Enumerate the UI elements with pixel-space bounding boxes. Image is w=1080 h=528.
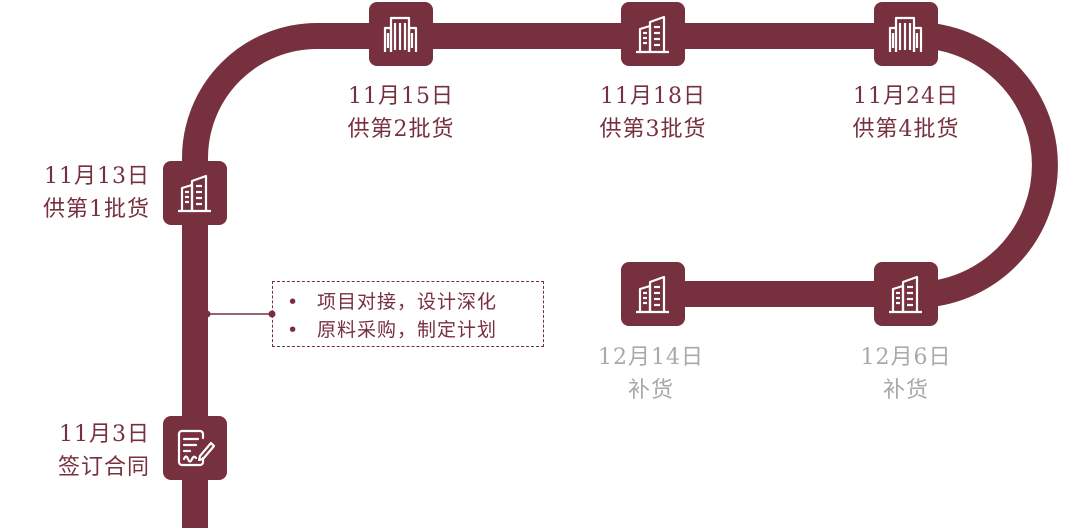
milestone-node-6: [874, 262, 938, 326]
notes-item: • 原料采购，制定计划: [287, 316, 543, 344]
milestone-label-5: 11月24日 供第4批货: [853, 80, 960, 146]
milestone-date: 11月18日: [600, 84, 706, 109]
milestone-label-6: 12月6日 补货: [861, 341, 952, 407]
milestone-desc: 签订合同: [57, 455, 150, 480]
milestone-desc: 供第3批货: [599, 117, 707, 142]
milestone-date: 11月24日: [853, 84, 959, 109]
milestone-node-7: [621, 262, 685, 326]
connector-dot-left: [203, 310, 211, 318]
milestone-date: 11月15日: [348, 84, 454, 109]
milestone-label-7: 12月14日 补货: [598, 341, 704, 407]
bullet: •: [287, 291, 300, 313]
city-building-icon: [379, 12, 423, 56]
milestone-date: 11月13日: [44, 164, 150, 189]
milestone-date: 11月3日: [59, 422, 150, 447]
milestone-node-1: [163, 416, 227, 480]
milestone-label-2: 11月13日 供第1批货: [43, 160, 150, 226]
city-building-icon: [884, 12, 928, 56]
milestone-desc: 补货: [882, 378, 929, 403]
milestone-label-1: 11月3日 签订合同: [58, 418, 150, 484]
notes-item: • 项目对接，设计深化: [287, 288, 543, 316]
notes-item-text: 原料采购，制定计划: [317, 319, 498, 341]
notes-box: • 项目对接，设计深化 • 原料采购，制定计划: [272, 281, 544, 347]
milestone-label-3: 11月15日 供第2批货: [348, 80, 455, 146]
building-icon: [631, 272, 675, 316]
milestone-desc: 补货: [627, 378, 674, 403]
milestone-label-4: 11月18日 供第3批货: [600, 80, 707, 146]
building-icon: [884, 272, 928, 316]
bullet: •: [287, 319, 300, 341]
milestone-node-2: [163, 161, 227, 225]
milestone-node-4: [621, 2, 685, 66]
milestone-desc: 供第1批货: [43, 197, 150, 222]
contract-sign-icon: [173, 426, 217, 470]
milestone-desc: 供第4批货: [852, 117, 960, 142]
building-icon: [173, 171, 217, 215]
milestone-date: 12月6日: [860, 345, 952, 370]
milestone-desc: 供第2批货: [347, 117, 455, 142]
building-icon: [631, 12, 675, 56]
notes-item-text: 项目对接，设计深化: [317, 291, 498, 313]
track-path: [182, 23, 1058, 528]
milestone-node-3: [369, 2, 433, 66]
milestone-node-5: [874, 2, 938, 66]
milestone-date: 12月14日: [598, 345, 704, 370]
